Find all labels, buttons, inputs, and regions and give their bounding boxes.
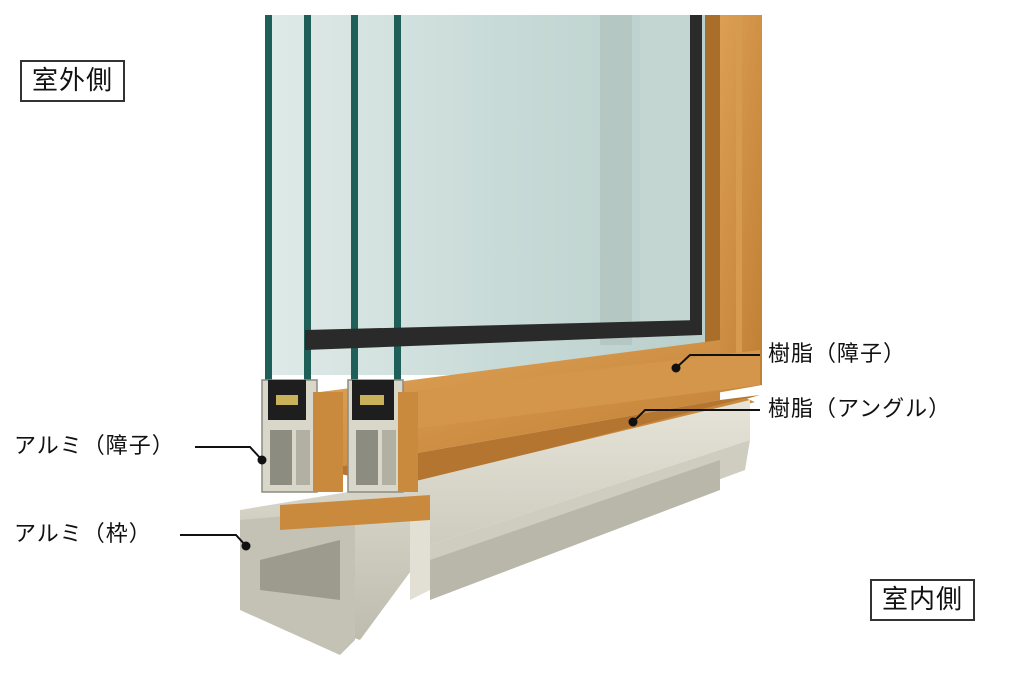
indoor-side-label: 室内側: [870, 579, 976, 621]
aluminum-frame: [240, 400, 750, 655]
aluminum-frame-label: アルミ（枠）: [14, 522, 152, 547]
resin-vertical-frame: [705, 15, 762, 400]
callout-dots: [241, 363, 681, 551]
outdoor-side-label: 室外側: [20, 60, 126, 102]
resin-angle-label: 樹脂（アングル）: [768, 397, 952, 422]
callout-lines: [180, 354, 760, 547]
aluminum-sash-label: アルミ（障子）: [14, 434, 175, 459]
aluminum-sash-section: [261, 379, 430, 530]
resin-sash-label: 樹脂（障子）: [768, 342, 907, 367]
resin-sash-rail: [320, 340, 760, 490]
glass-panes: [265, 15, 708, 390]
